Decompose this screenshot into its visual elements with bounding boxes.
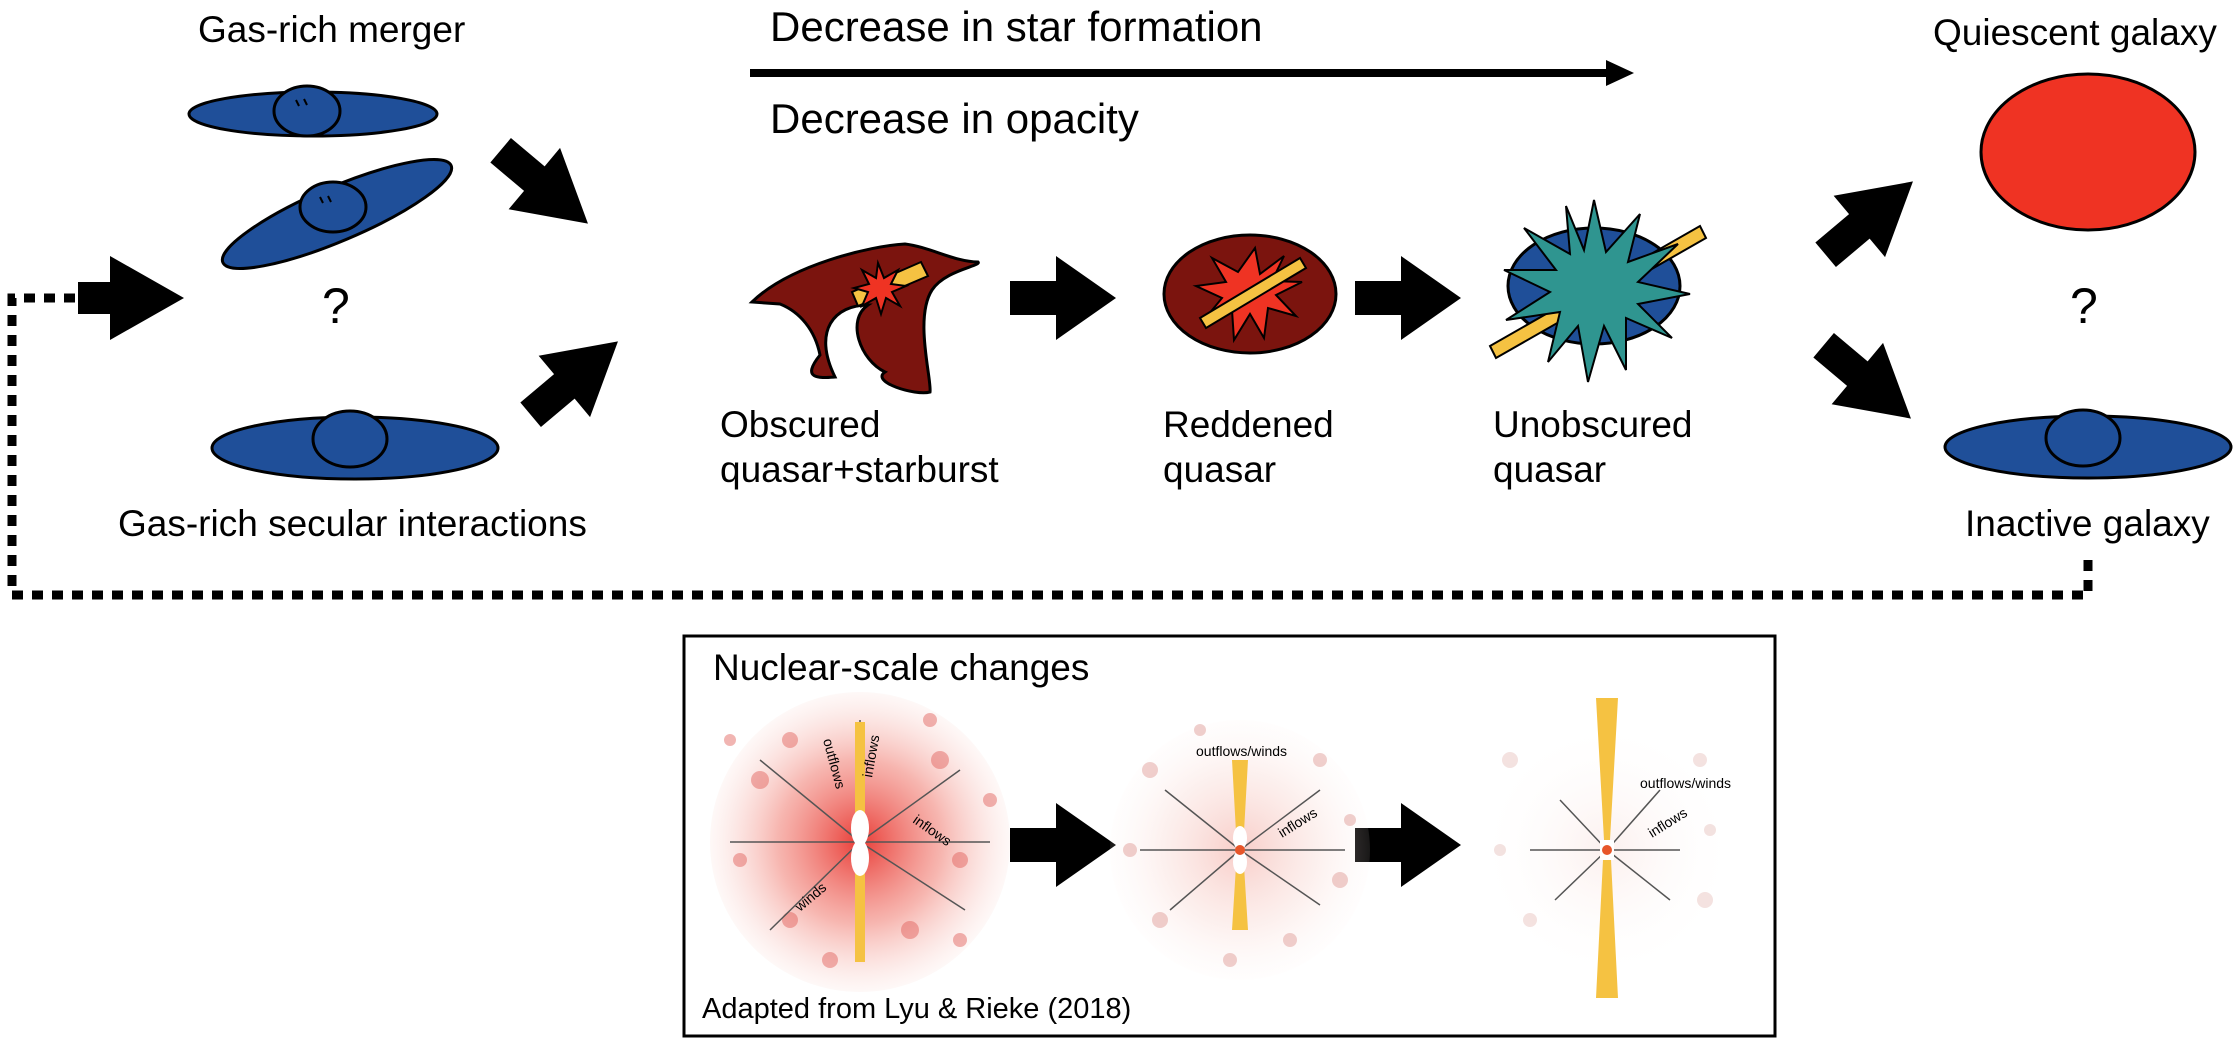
unobscured-quasar-icon — [1488, 199, 1708, 383]
stage-1-line-2: quasar+starburst — [720, 449, 999, 490]
stage-3-line-2: quasar — [1493, 449, 1606, 490]
merger-galaxy-1 — [187, 84, 439, 138]
merger-label: Gas-rich merger — [198, 9, 465, 50]
arrow-icon — [1010, 803, 1116, 887]
trend-arrow — [750, 60, 1634, 86]
star-formation-label: Decrease in star formation — [770, 3, 1263, 50]
stage-2-line-1: Reddened — [1163, 404, 1334, 445]
inactive-galaxy — [1943, 408, 2233, 480]
inset-credit: Adapted from Lyu & Rieke (2018) — [702, 993, 1131, 1025]
stage-3-line-1: Unobscured — [1493, 404, 1693, 445]
stage-2-line-2: quasar — [1163, 449, 1276, 490]
inset-title: Nuclear-scale changes — [713, 647, 1089, 688]
panel1-inflows-a: inflows — [859, 734, 882, 779]
reddened-quasar-icon — [1162, 233, 1338, 355]
panel2-outflows: outflows/winds — [1196, 743, 1287, 759]
merger-galaxy-2 — [220, 158, 454, 270]
feedback-dotted-line — [7, 293, 2093, 600]
arrow-icon — [78, 256, 184, 340]
quiescent-label: Quiescent galaxy — [1933, 12, 2217, 53]
secular-galaxy — [210, 409, 500, 481]
arrow-icon — [1355, 803, 1461, 887]
right-question-mark: ? — [2070, 278, 2098, 334]
panel3-outflows: outflows/winds — [1640, 775, 1731, 791]
inactive-label: Inactive galaxy — [1965, 503, 2210, 544]
arrow-icon — [520, 341, 618, 427]
secular-label: Gas-rich secular interactions — [118, 503, 587, 544]
quiescent-galaxy — [1979, 72, 2197, 232]
left-question-mark: ? — [322, 278, 350, 334]
nuclear-panel-1: outflows inflows inflows winds — [710, 692, 1010, 992]
obscured-quasar-icon — [748, 242, 980, 395]
arrow-icon — [490, 138, 588, 224]
stage-1-line-1: Obscured — [720, 404, 880, 445]
arrow-icon — [1010, 256, 1116, 340]
arrow-icon — [1355, 256, 1461, 340]
arrow-icon — [1813, 333, 1911, 419]
opacity-label: Decrease in opacity — [770, 95, 1139, 142]
nuclear-panel-2: outflows/winds inflows — [1110, 720, 1370, 980]
arrow-icon — [1815, 181, 1913, 267]
nuclear-panel-3: outflows/winds inflows — [1477, 698, 1737, 998]
